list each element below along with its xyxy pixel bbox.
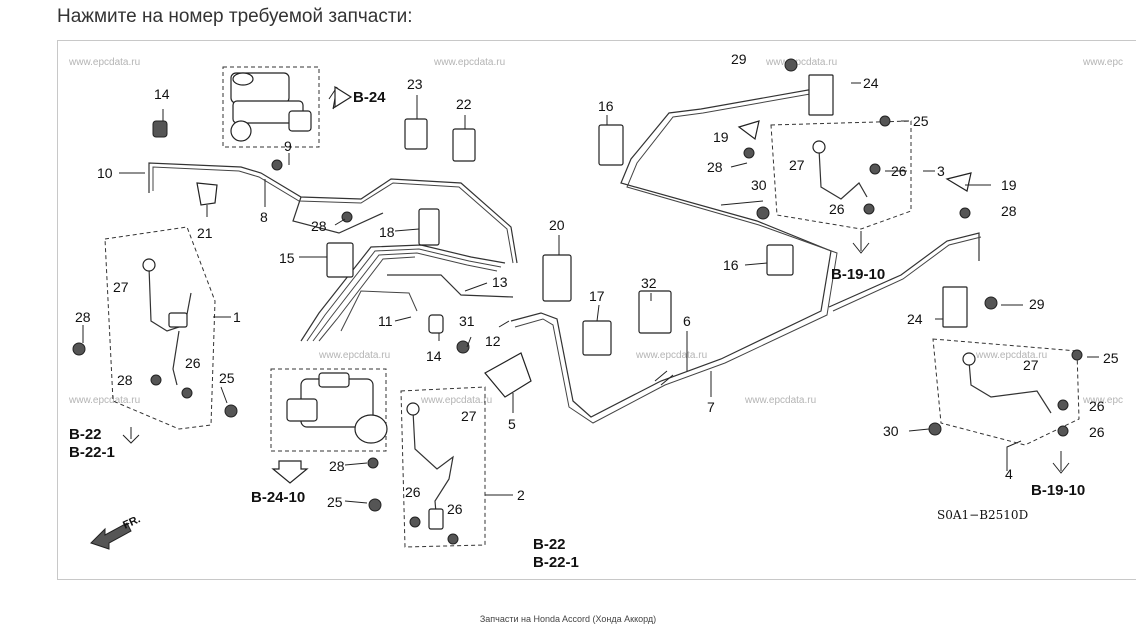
leader-lines — [82, 82, 1099, 504]
ref-link-b1910[interactable]: B-19-10 — [1031, 482, 1085, 499]
part-callout-21[interactable]: 21 — [197, 225, 213, 241]
part-callout-28[interactable]: 28 — [707, 159, 723, 175]
part-callout-28[interactable]: 28 — [329, 458, 345, 474]
part-callout-10[interactable]: 10 — [97, 165, 113, 181]
part-callout-28[interactable]: 28 — [75, 309, 91, 325]
watermark: www.epcdata.ru — [744, 395, 816, 406]
part-callout-9[interactable]: 9 — [284, 138, 292, 154]
part-callout-25[interactable]: 25 — [913, 113, 929, 129]
arrow-down-icon — [271, 460, 309, 484]
part-callout-31[interactable]: 31 — [459, 313, 475, 329]
reference-links: B-24 B-24-10 B-22 B-22-1 B-22 B-22-1 B-1… — [69, 89, 1085, 571]
ref-link-b22[interactable]: B-22 — [69, 426, 102, 443]
part-callout-11[interactable]: 11 — [378, 313, 393, 329]
part-callout-26[interactable]: 26 — [891, 163, 907, 179]
components — [72, 58, 1083, 512]
part-callout-26[interactable]: 26 — [1089, 424, 1105, 440]
watermark: www.epcdata.ru — [765, 57, 837, 68]
part-callout-2[interactable]: 2 — [517, 487, 525, 503]
part-callout-7[interactable]: 7 — [707, 399, 715, 415]
part-callout-13[interactable]: 13 — [492, 274, 508, 290]
page-heading: Нажмите на номер требуемой запчасти: — [57, 6, 413, 27]
part-callout-1[interactable]: 1 — [233, 309, 241, 325]
part-callout-27[interactable]: 27 — [1023, 357, 1039, 373]
part-callout-3[interactable]: 3 — [937, 163, 945, 179]
part-callout-26[interactable]: 26 — [447, 501, 463, 517]
watermark: www.epcdata.ru — [635, 350, 707, 361]
watermark: www.epcdata.ru — [318, 350, 390, 361]
diagram-code: S0A1−B2510D — [937, 508, 1028, 522]
front-direction-indicator: FR. — [90, 513, 142, 550]
fr-arrow-icon — [90, 522, 132, 550]
hose-assembly-left-rear — [400, 386, 486, 548]
watermark: www.epcdata.ru — [420, 395, 492, 406]
ref-link-b221[interactable]: B-22-1 — [533, 554, 579, 571]
fr-label: FR. — [121, 513, 142, 531]
part-callout-16[interactable]: 16 — [723, 257, 739, 273]
watermark: www.epc — [1082, 57, 1123, 68]
part-callout-8[interactable]: 8 — [260, 209, 268, 225]
part-callout-28[interactable]: 28 — [117, 372, 133, 388]
part-callout-14[interactable]: 14 — [426, 348, 442, 364]
part-callout-23[interactable]: 23 — [407, 76, 423, 92]
part-callout-27[interactable]: 27 — [461, 408, 477, 424]
part-callout-6[interactable]: 6 — [683, 313, 691, 329]
master-cylinder-group — [222, 66, 353, 148]
part-callout-26[interactable]: 26 — [405, 484, 421, 500]
part-callout-14[interactable]: 14 — [154, 86, 170, 102]
parts-diagram: www.epcdata.ru www.epcdata.ru www.epcdat… — [57, 40, 1136, 580]
part-callout-19[interactable]: 19 — [1001, 177, 1017, 193]
brake-lines-diagram: www.epcdata.ru www.epcdata.ru www.epcdat… — [68, 51, 1123, 571]
part-callout-24[interactable]: 24 — [907, 311, 923, 327]
part-callout-26[interactable]: 26 — [829, 201, 845, 217]
hose-assembly-right-rear — [932, 338, 1080, 474]
part-callout-25[interactable]: 25 — [327, 494, 343, 510]
part-callout-30[interactable]: 30 — [751, 177, 767, 193]
part-callout-18[interactable]: 18 — [379, 224, 395, 240]
part-callout-26[interactable]: 26 — [1089, 398, 1105, 414]
part-callout-29[interactable]: 29 — [1029, 296, 1045, 312]
arrow-right-icon — [334, 85, 353, 109]
abs-modulator-group — [270, 368, 388, 484]
ref-link-b2410[interactable]: B-24-10 — [251, 489, 305, 506]
ref-link-b221[interactable]: B-22-1 — [69, 444, 115, 461]
watermark: www.epc — [1082, 395, 1123, 406]
watermark: www.epcdata.ru — [68, 57, 140, 68]
part-callout-16[interactable]: 16 — [598, 98, 614, 114]
part-callout-27[interactable]: 27 — [113, 279, 129, 295]
part-callout-5[interactable]: 5 — [508, 416, 516, 432]
part-callout-28[interactable]: 28 — [1001, 203, 1017, 219]
watermark: www.epcdata.ru — [68, 395, 140, 406]
hose-assembly-right-front — [770, 120, 912, 254]
ref-link-b24[interactable]: B-24 — [353, 89, 386, 106]
part-callouts: 1 2 3 4 5 6 7 8 9 10 11 12 13 14 14 15 1… — [75, 51, 1119, 517]
part-callout-28[interactable]: 28 — [311, 218, 327, 234]
watermark: www.epcdata.ru — [975, 350, 1047, 361]
brake-pipes — [148, 86, 982, 424]
footer-caption: Запчасти на Honda Accord (Хонда Аккорд) — [479, 614, 657, 624]
part-callout-29[interactable]: 29 — [731, 51, 747, 67]
part-callout-20[interactable]: 20 — [549, 217, 565, 233]
part-callout-22[interactable]: 22 — [456, 96, 472, 112]
part-callout-19[interactable]: 19 — [713, 129, 729, 145]
part-callout-15[interactable]: 15 — [279, 250, 295, 266]
ref-link-b22[interactable]: B-22 — [533, 536, 566, 553]
part-callout-32[interactable]: 32 — [641, 275, 657, 291]
ref-link-b1910[interactable]: B-19-10 — [831, 266, 885, 283]
part-callout-17[interactable]: 17 — [589, 288, 605, 304]
part-callout-25[interactable]: 25 — [1103, 350, 1119, 366]
part-callout-12[interactable]: 12 — [485, 333, 501, 349]
part-callout-24[interactable]: 24 — [863, 75, 879, 91]
watermarks: www.epcdata.ru www.epcdata.ru www.epcdat… — [68, 57, 1123, 406]
part-callout-25[interactable]: 25 — [219, 370, 235, 386]
watermark: www.epcdata.ru — [433, 57, 505, 68]
part-callout-26[interactable]: 26 — [185, 355, 201, 371]
part-callout-30[interactable]: 30 — [883, 423, 899, 439]
hose-assembly-left-front — [104, 226, 216, 444]
part-callout-4[interactable]: 4 — [1005, 466, 1013, 482]
part-callout-27[interactable]: 27 — [789, 157, 805, 173]
